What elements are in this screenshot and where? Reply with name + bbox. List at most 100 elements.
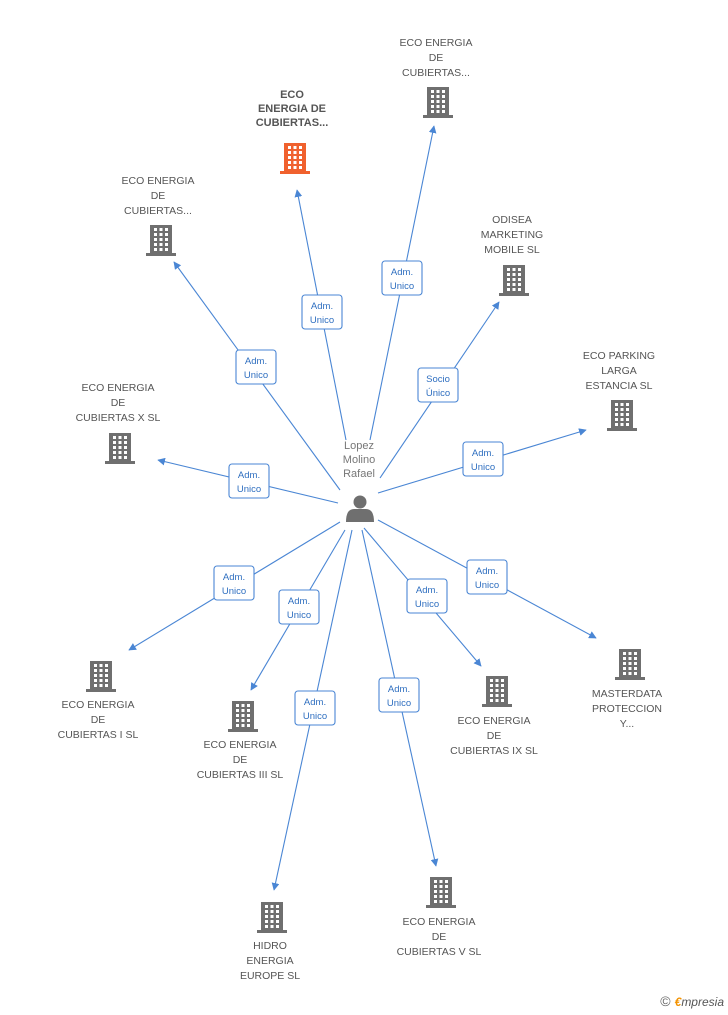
company-name-line: DE xyxy=(487,730,502,742)
company-name-line: ECO ENERGIA xyxy=(62,699,135,711)
relation-text: Adm. xyxy=(238,470,260,481)
building-icon xyxy=(86,661,116,692)
company-name-line: MOBILE SL xyxy=(484,244,540,256)
company-node[interactable]: ECO ENERGIA DE CUBIERTAS... xyxy=(256,89,329,174)
building-icon xyxy=(257,902,287,933)
company-name-line: DE xyxy=(91,714,106,726)
company-name-line: DE xyxy=(432,931,447,943)
relation-badge[interactable]: Adm. Unico xyxy=(213,565,255,601)
company-name-line: ECO ENERGIA xyxy=(458,715,531,727)
copyright-symbol: © xyxy=(660,993,671,1009)
building-icon xyxy=(607,400,637,431)
relation-badge[interactable]: Adm. Unico xyxy=(381,260,423,296)
company-name-line: CUBIERTAS... xyxy=(124,205,192,217)
company-name-line: CUBIERTAS IX SL xyxy=(450,745,538,757)
relation-badge[interactable]: Adm. Unico xyxy=(235,349,277,385)
company-name-line: ECO PARKING xyxy=(583,350,655,362)
company-name-line: ECO ENERGIA xyxy=(400,37,473,49)
relation-text: Adm. xyxy=(245,356,267,367)
person-icon xyxy=(346,495,374,522)
relation-text: Único xyxy=(426,388,450,399)
relation-text: Unico xyxy=(287,610,311,621)
person-name-line: Molino xyxy=(343,454,375,466)
company-name-line: ECO ENERGIA xyxy=(82,382,155,394)
company-node[interactable]: ECO ENERGIA DE CUBIERTAS... xyxy=(400,37,473,118)
relation-text: Unico xyxy=(475,580,499,591)
person-name-line: Rafael xyxy=(343,468,375,480)
relation-text: Adm. xyxy=(391,267,413,278)
relation-badge[interactable]: Adm. Unico xyxy=(228,463,270,499)
company-name-line: ESTANCIA SL xyxy=(586,380,653,392)
building-icon xyxy=(482,676,512,707)
relation-text: Adm. xyxy=(416,585,438,596)
company-node[interactable]: ECO ENERGIA DE CUBIERTAS IX SL xyxy=(450,676,538,757)
company-name-line: DE xyxy=(233,754,248,766)
company-name-line: HIDRO xyxy=(253,940,287,952)
company-node[interactable]: ECO PARKING LARGA ESTANCIA SL xyxy=(583,350,655,431)
company-node[interactable]: ECO ENERGIADECUBIERTAS... xyxy=(122,175,195,256)
relation-badge[interactable]: Adm. Unico xyxy=(466,559,508,595)
company-name-line: LARGA xyxy=(601,365,637,377)
company-name-line: ECO xyxy=(280,89,304,101)
company-name-line: CUBIERTAS X SL xyxy=(76,412,161,424)
relation-badge[interactable]: Adm. Unico xyxy=(462,441,504,477)
company-name-line: MASTERDATA xyxy=(592,688,662,700)
company-node[interactable]: MASTERDATA PROTECCION Y... xyxy=(592,649,662,730)
company-name-line: Y... xyxy=(620,718,634,730)
company-node[interactable]: ECO ENERGIA DE CUBIERTAS X SL xyxy=(76,382,161,464)
relation-text: Socio xyxy=(426,374,450,385)
relation-badge[interactable]: Adm.Unico xyxy=(294,690,336,726)
company-name-line: DE xyxy=(151,190,166,202)
company-name-line: PROTECCION xyxy=(592,703,662,715)
company-name-line: ENERGIA DE xyxy=(258,103,326,115)
relation-text: Unico xyxy=(390,281,414,292)
company-name-line: CUBIERTAS V SL xyxy=(397,946,482,958)
building-icon xyxy=(423,87,453,118)
building-icon xyxy=(426,877,456,908)
relation-text: Unico xyxy=(237,484,261,495)
building-icon xyxy=(146,225,176,256)
nodes-layer: ECO ENERGIA DE CUBIERTAS... ECO ENERGIA DE CU… xyxy=(58,37,662,982)
company-name-line: CUBIERTAS... xyxy=(256,117,329,129)
company-name-line: ECO ENERGIA xyxy=(403,916,476,928)
relation-text: Adm. xyxy=(311,301,333,312)
relation-text: Unico xyxy=(415,599,439,610)
company-node[interactable]: HIDRO ENERGIA EUROPE SL xyxy=(240,902,300,982)
company-name-line: CUBIERTAS... xyxy=(402,67,470,79)
relation-badge[interactable]: Adm. Unico xyxy=(301,294,343,330)
company-name-line: MARKETING xyxy=(481,229,543,241)
company-name-line: DE xyxy=(429,52,444,64)
relation-text: Unico xyxy=(222,586,246,597)
company-node[interactable]: ECO ENERGIA DE CUBIERTAS I SL xyxy=(58,661,139,741)
company-name-line: ECO ENERGIA xyxy=(204,739,277,751)
relation-text: Adm. xyxy=(304,697,326,708)
relation-text: Unico xyxy=(310,315,334,326)
company-node[interactable]: ECO ENERGIA DE CUBIERTAS III SL xyxy=(197,701,284,781)
relation-badge[interactable]: Adm. Unico xyxy=(406,578,448,614)
building-icon xyxy=(499,265,529,296)
footer-brand: ©€mpresia xyxy=(660,993,724,1009)
building-icon xyxy=(615,649,645,680)
brand-name: mpresia xyxy=(681,995,724,1009)
company-name-line: ENERGIA xyxy=(246,955,293,967)
relation-text: Unico xyxy=(387,698,411,709)
company-name-line: CUBIERTAS III SL xyxy=(197,769,284,781)
relation-text: Adm. xyxy=(476,566,498,577)
relation-text: Adm. xyxy=(472,448,494,459)
relation-text: Unico xyxy=(471,462,495,473)
company-name-line: EUROPE SL xyxy=(240,970,300,982)
company-name-line: DE xyxy=(111,397,126,409)
company-node[interactable]: ECO ENERGIA DE CUBIERTAS V SL xyxy=(397,877,482,958)
building-icon-highlighted xyxy=(280,143,310,174)
relation-text: Adm. xyxy=(223,572,245,583)
relation-badge[interactable]: Adm.Unico xyxy=(278,589,320,625)
person-name-line: Lopez xyxy=(344,440,374,452)
relation-badge[interactable]: Adm.Unico xyxy=(378,677,420,713)
relation-text: Unico xyxy=(244,370,268,381)
company-name-line: CUBIERTAS I SL xyxy=(58,729,139,741)
